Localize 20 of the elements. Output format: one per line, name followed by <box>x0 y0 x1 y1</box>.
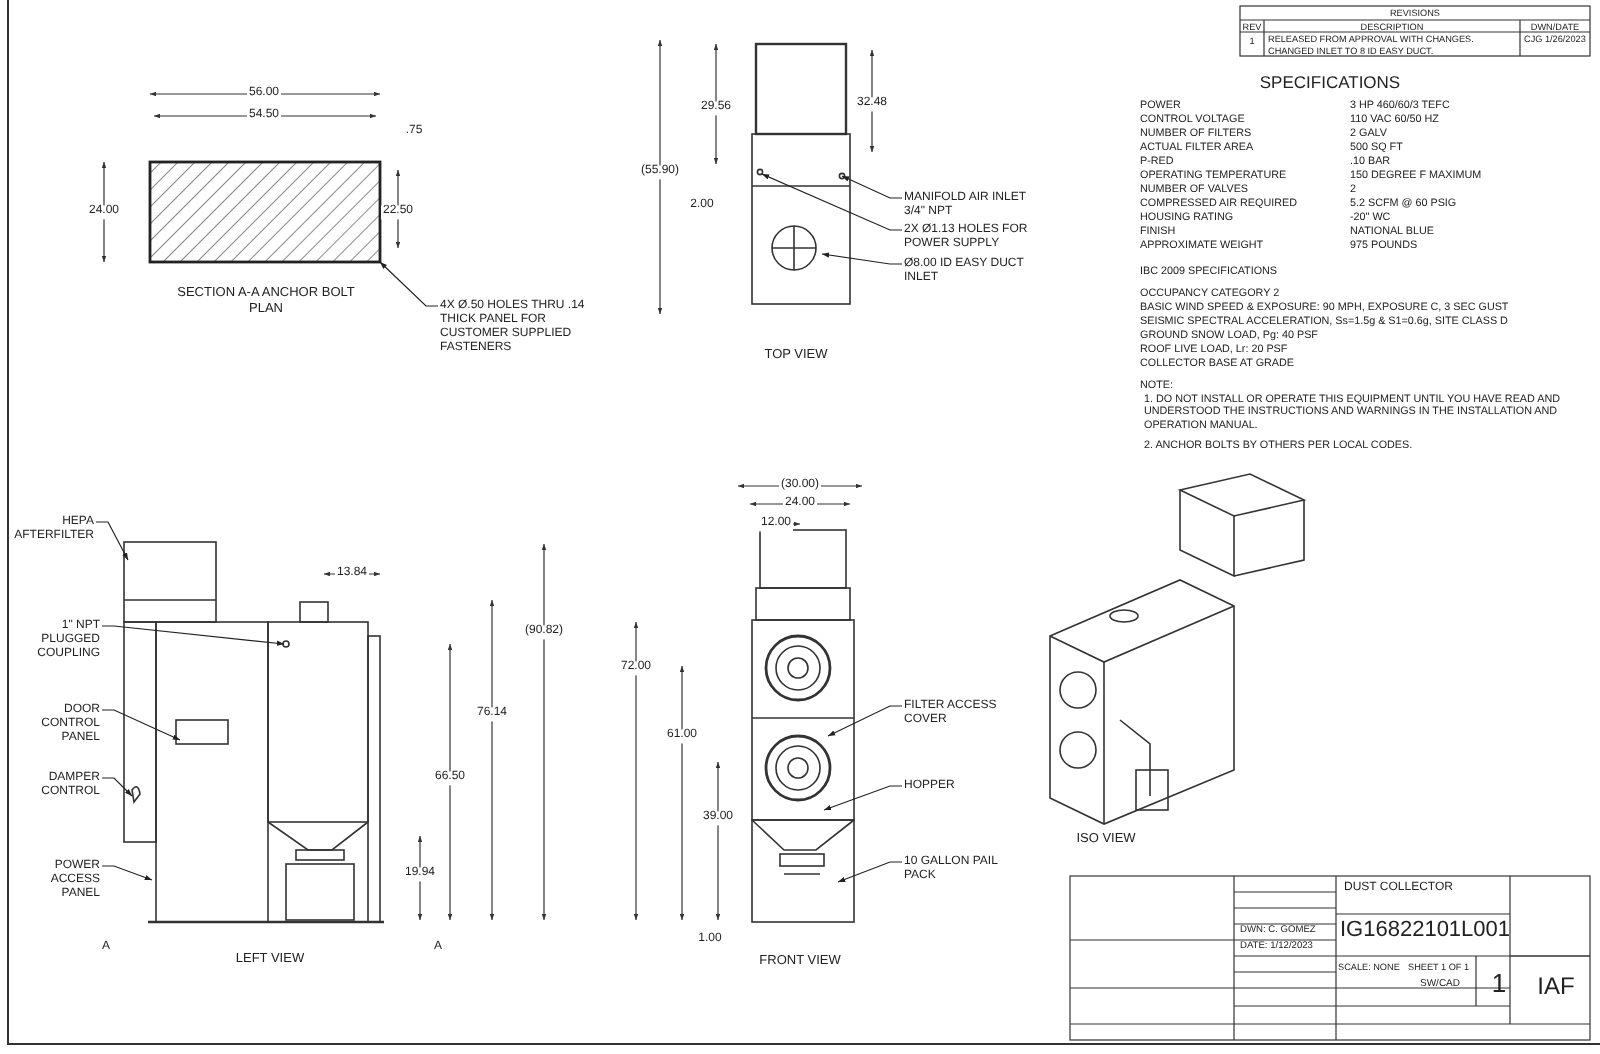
leader-line <box>821 252 903 265</box>
leader-line <box>101 777 133 797</box>
hatched-section <box>148 160 382 264</box>
front-view-drawing <box>751 529 855 923</box>
leader-line <box>823 785 903 811</box>
leader-line <box>379 261 439 307</box>
leader-line <box>101 625 285 646</box>
section-heading: SPECIFICATIONS <box>1257 72 1403 93</box>
title-block-text: 1 <box>1489 968 1509 1000</box>
leader-line <box>101 865 153 881</box>
title-block-text: IAF <box>1535 972 1577 1001</box>
leader-line <box>761 173 903 231</box>
title-block-text: IG16822101L001 <box>1340 918 1513 945</box>
left-view-drawing <box>123 541 384 924</box>
leader-line <box>827 705 903 737</box>
top-view-drawing <box>751 42 851 305</box>
leader-line <box>837 861 903 883</box>
leader-line <box>101 709 181 741</box>
leader-line <box>841 175 903 199</box>
leader-line <box>95 521 129 561</box>
